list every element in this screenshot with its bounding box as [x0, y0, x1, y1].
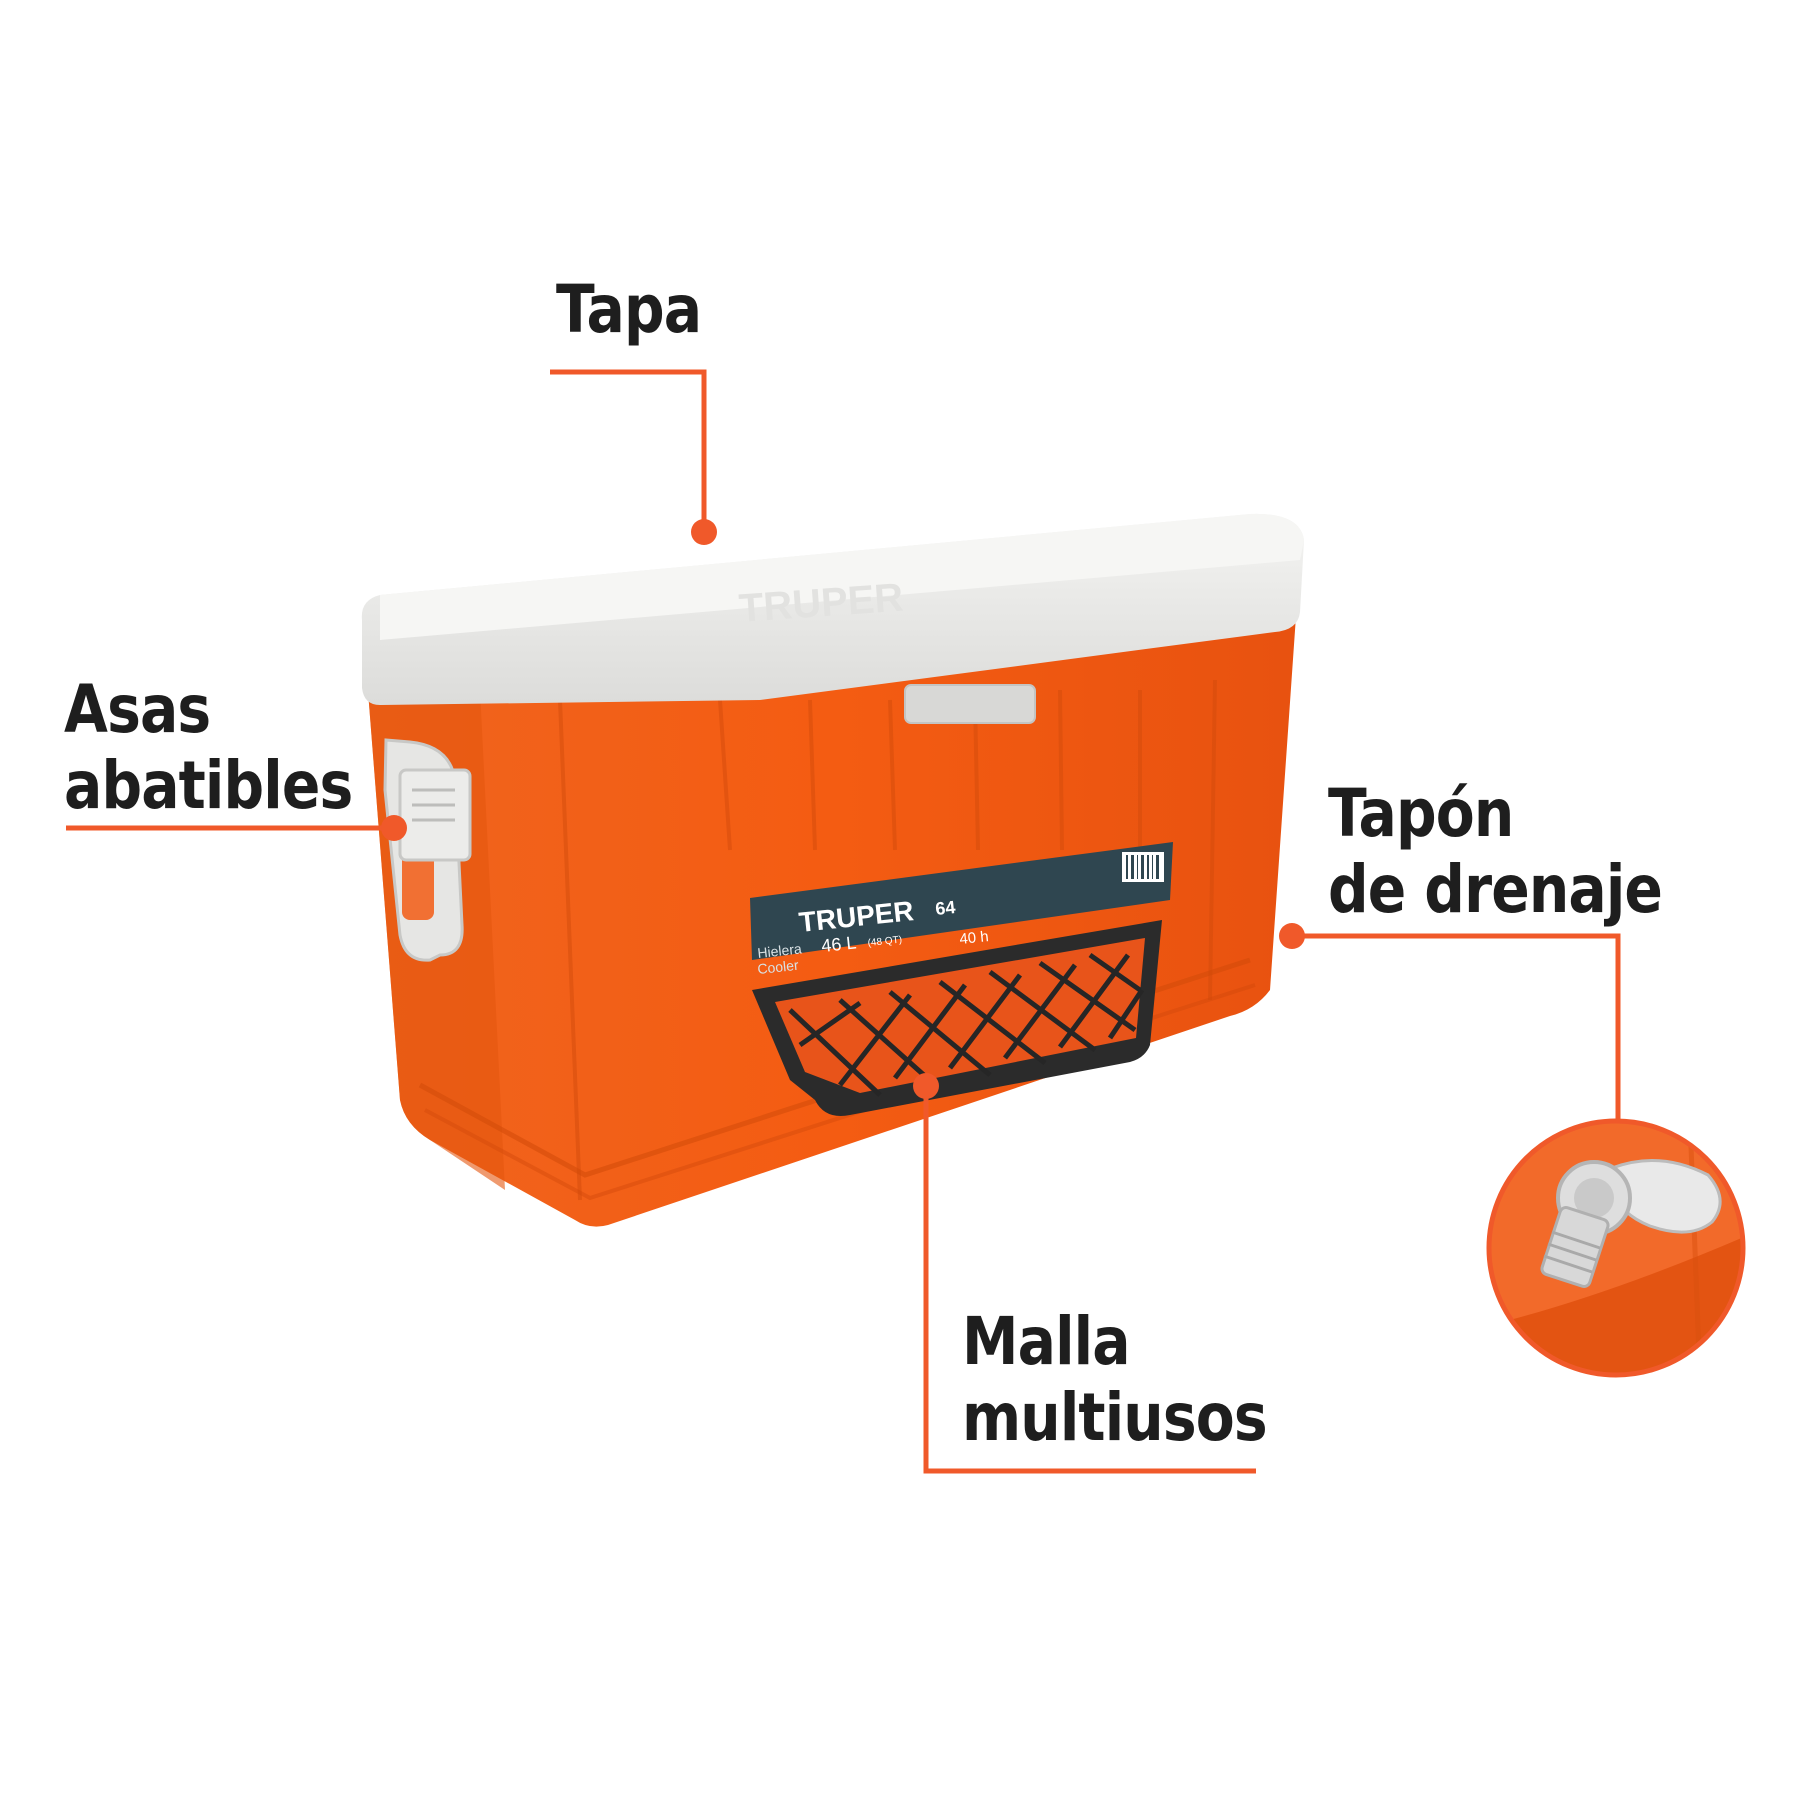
callout-tapon: Tapón de drenaje [1328, 775, 1663, 928]
label-name-es: Hielera [757, 940, 803, 961]
callout-tapon-line2: de drenaje [1328, 851, 1663, 928]
label-name-en: Cooler [757, 957, 800, 977]
callout-asas: Asas abatibles [64, 671, 353, 824]
label-capacity-alt: (48 QT) [867, 934, 902, 949]
product-label: TRUPER Hielera Cooler 46 L (48 QT) 64 40… [750, 842, 1173, 977]
drain-plug-zoom [1486, 1118, 1746, 1378]
malla-leader [923, 1085, 1256, 1474]
label-cans: 64 [934, 897, 956, 919]
callout-tapa-text: Tapa [556, 271, 702, 348]
callout-asas-line2: abatibles [64, 747, 353, 824]
tapa-leader [550, 369, 707, 530]
callout-tapon-line1: Tapón [1328, 775, 1514, 852]
multipurpose-net [752, 920, 1162, 1116]
callout-lines [66, 369, 1621, 1474]
callout-asas-line1: Asas [64, 671, 211, 748]
tapon-leader [1290, 933, 1621, 1121]
callout-malla: Malla multiusos [962, 1303, 1268, 1456]
callout-dots [381, 519, 1305, 1099]
callout-malla-line2: multiusos [962, 1379, 1268, 1456]
cooler-lid: TRUPER [361, 513, 1304, 724]
label-hours: 40 h [959, 928, 990, 948]
label-capacity: 46 L [820, 932, 857, 956]
callout-malla-line1: Malla [962, 1303, 1131, 1380]
callout-tapa: Tapa [556, 271, 702, 348]
side-handle [383, 738, 472, 962]
